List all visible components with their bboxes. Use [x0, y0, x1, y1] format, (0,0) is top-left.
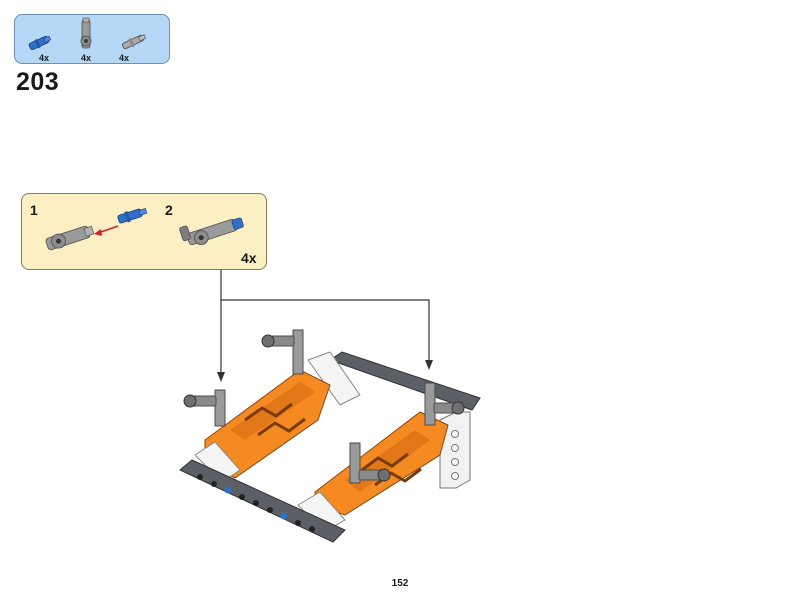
- blue-axle-pin-icon: [28, 35, 52, 51]
- assembled-connector-icon: [179, 217, 244, 246]
- page-number: 152: [391, 578, 409, 589]
- substep-multiplier: 4x: [241, 250, 257, 266]
- gray-axle-connector-icon: [183, 389, 226, 427]
- gray-axle-connector-icon: [349, 442, 391, 484]
- substep-number-1: 1: [30, 202, 38, 218]
- gray-axle-connector-icon: [261, 329, 304, 375]
- gray-axle-connector-icon: [424, 382, 465, 426]
- part-qty-3: 4x: [119, 53, 130, 63]
- part-qty-1: 4x: [39, 53, 50, 63]
- parts-list-callout: 4x 4x 4x: [14, 14, 170, 64]
- orange-frame-left: [204, 369, 331, 479]
- arrow-head-icon: [217, 372, 225, 382]
- subassembly-illustration: [45, 207, 244, 251]
- arrow-head-icon: [425, 360, 433, 370]
- parts-illustration: [28, 17, 147, 51]
- gray-beam-back: [328, 351, 481, 411]
- callout-leader-arrows: [220, 270, 430, 378]
- gray-axle-pin-icon: [122, 34, 147, 50]
- gray-beam-front: [179, 459, 346, 543]
- gray-axle-connector-icon: [45, 225, 95, 251]
- blue-axle-pin-icon: [117, 207, 148, 224]
- substep-number-2: 2: [165, 202, 173, 218]
- white-beam-rear: [307, 351, 361, 406]
- red-arrow-icon: [94, 225, 119, 236]
- orange-frame-right: [314, 411, 449, 516]
- part-qty-2: 4x: [81, 53, 92, 63]
- gray-axle-connector-icon: [80, 17, 92, 49]
- subassembly-callout: 1 2 4x: [21, 193, 267, 270]
- step-number: 203: [16, 68, 60, 96]
